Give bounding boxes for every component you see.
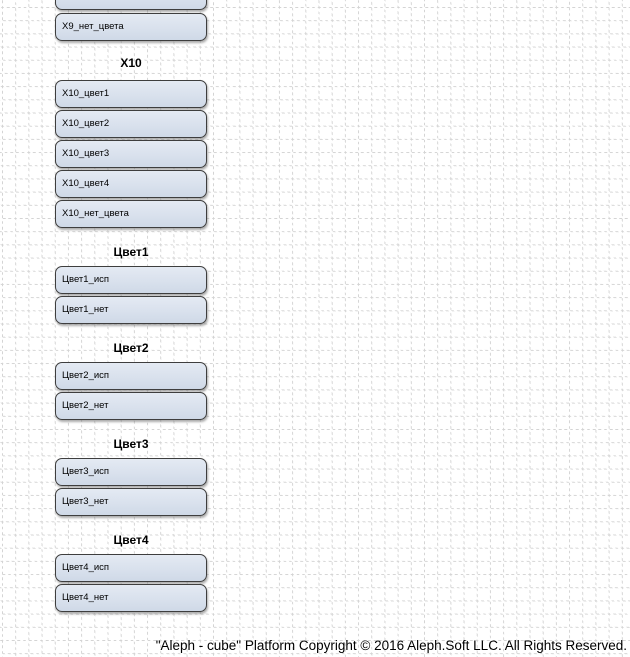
- node-box[interactable]: X10_цвет3: [55, 140, 207, 168]
- section-title: Цвет4: [113, 533, 149, 547]
- node-box[interactable]: Цвет4_нет: [55, 584, 207, 612]
- node-box-clipped[interactable]: [55, 0, 207, 10]
- section-title: X10: [120, 56, 142, 70]
- footer-copyright: "Aleph - cube" Platform Copyright © 2016…: [155, 638, 627, 653]
- node-box[interactable]: X10_цвет1: [55, 80, 207, 108]
- node-box[interactable]: Цвет4_исп: [55, 554, 207, 582]
- node-box[interactable]: Цвет1_исп: [55, 266, 207, 294]
- node-box[interactable]: X10_нет_цвета: [55, 200, 207, 228]
- section-title: Цвет1: [113, 245, 149, 259]
- node-box[interactable]: X9_нет_цвета: [55, 13, 207, 41]
- node-box[interactable]: Цвет2_нет: [55, 392, 207, 420]
- section-title: Цвет2: [113, 341, 149, 355]
- node-box[interactable]: Цвет3_нет: [55, 488, 207, 516]
- node-box[interactable]: X10_цвет4: [55, 170, 207, 198]
- node-box[interactable]: X10_цвет2: [55, 110, 207, 138]
- node-box[interactable]: Цвет2_исп: [55, 362, 207, 390]
- diagram-column: X9_нет_цвета X10 X10_цвет1 X10_цвет2 X10…: [55, 0, 207, 657]
- node-box[interactable]: Цвет3_исп: [55, 458, 207, 486]
- section-title: Цвет3: [113, 437, 149, 451]
- node-box[interactable]: Цвет1_нет: [55, 296, 207, 324]
